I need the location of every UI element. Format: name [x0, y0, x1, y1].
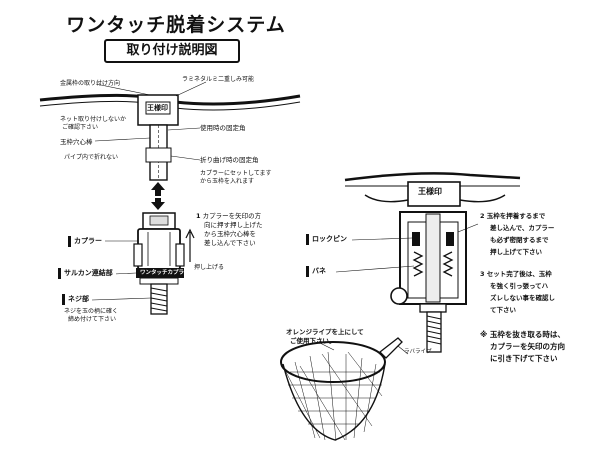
left-top-note: 金属枠の取り付け方向	[60, 80, 121, 87]
left-insert-arrow	[151, 182, 165, 196]
left-instruction-line-4: 差し込んで下さい	[204, 239, 256, 247]
orange-note-1: オレンジライプを上にして	[286, 328, 364, 336]
left-screw-note-2: 締め付けて下さい	[68, 316, 117, 323]
right-ring	[390, 287, 408, 305]
left-coupler-label: カプラー	[68, 236, 105, 247]
step-2-line-1: 玉枠を押着するまで	[486, 212, 546, 220]
step-4-line-1: 玉枠を抜き取る時は、	[489, 330, 565, 339]
step-2-number: 2	[480, 212, 485, 220]
page-subtitle: 取り付け説明図	[104, 39, 240, 63]
left-top-note-right: ラミネタルミ二重しみ可能	[182, 76, 255, 83]
left-coupler-body	[137, 228, 181, 270]
left-core-label: 玉枠穴心棒	[60, 138, 93, 146]
right-lockpin-left	[412, 232, 420, 246]
page-title: ワンタッチ脱着システム	[66, 14, 286, 36]
right-brand-plate	[407, 181, 461, 207]
left-instruction-line-1: 1 カプラーを矢印の方	[196, 212, 262, 220]
step-4-line-2: カプラーを矢印の方向	[490, 342, 565, 351]
step-3-line-4: て下さい	[490, 306, 516, 314]
left-push-label: 押し上げる	[194, 264, 225, 271]
step-2-line-3: も必ず密閉するまで	[490, 236, 549, 244]
left-coupler-band	[136, 268, 184, 278]
left-screw-label: ネジ部	[62, 294, 92, 305]
right-lockpin-label: ロックピン	[306, 234, 350, 245]
left-turn-note-2: ご確認下さい	[62, 124, 99, 131]
step-3-line-3: ズレしない事を確認し	[490, 294, 555, 302]
right-lockpin-right	[446, 232, 454, 246]
left-pipe-note: パイプ内で折れない	[64, 154, 119, 161]
left-rod-label: 使用時の固定角	[200, 124, 246, 132]
left-instruction-line-2: 向に押す押し上げた	[204, 221, 263, 229]
left-brand-label: 王様印	[147, 104, 168, 112]
right-brand-label: 王様印	[418, 187, 442, 196]
step-2-line-4: 押し上げて下さい	[490, 248, 542, 256]
left-instruction-line-3: から玉枠穴心棒を	[204, 230, 256, 238]
left-collar-note-2: から玉枠を入れます	[200, 178, 255, 185]
right-spring	[412, 251, 454, 277]
left-push-arrow	[185, 228, 195, 262]
step-3-number: 3	[480, 270, 485, 278]
right-spring-label: バネ	[306, 266, 329, 277]
step-4-number: ※	[480, 330, 488, 339]
step-4-line-3: に引き下げて下さい	[490, 354, 558, 363]
left-saruka-label: サルカン連結部	[58, 268, 116, 279]
orange-note-2: ご使用下さい。	[290, 337, 336, 345]
net-side-label: ラバライプ	[404, 349, 432, 355]
left-collar-note-1: カプラーにセットしてます	[200, 170, 272, 177]
right-frame-arm	[344, 172, 521, 182]
step-3-line-1: セット完了後は、玉枠	[486, 270, 552, 278]
step-3-line-2: を強く引っ張ってハ	[490, 282, 549, 290]
left-band-text: ワンタッチカプラー	[140, 270, 190, 276]
step-2-line-2: 差し込んで、カプラー	[490, 224, 555, 232]
left-fold-label: 折り曲げ時の固定角	[200, 156, 259, 164]
left-turn-note: ネット取り付けしないか	[60, 116, 127, 123]
landing-net	[280, 337, 409, 442]
left-screw-note-1: ネジを玉の柄に確く	[64, 308, 119, 315]
